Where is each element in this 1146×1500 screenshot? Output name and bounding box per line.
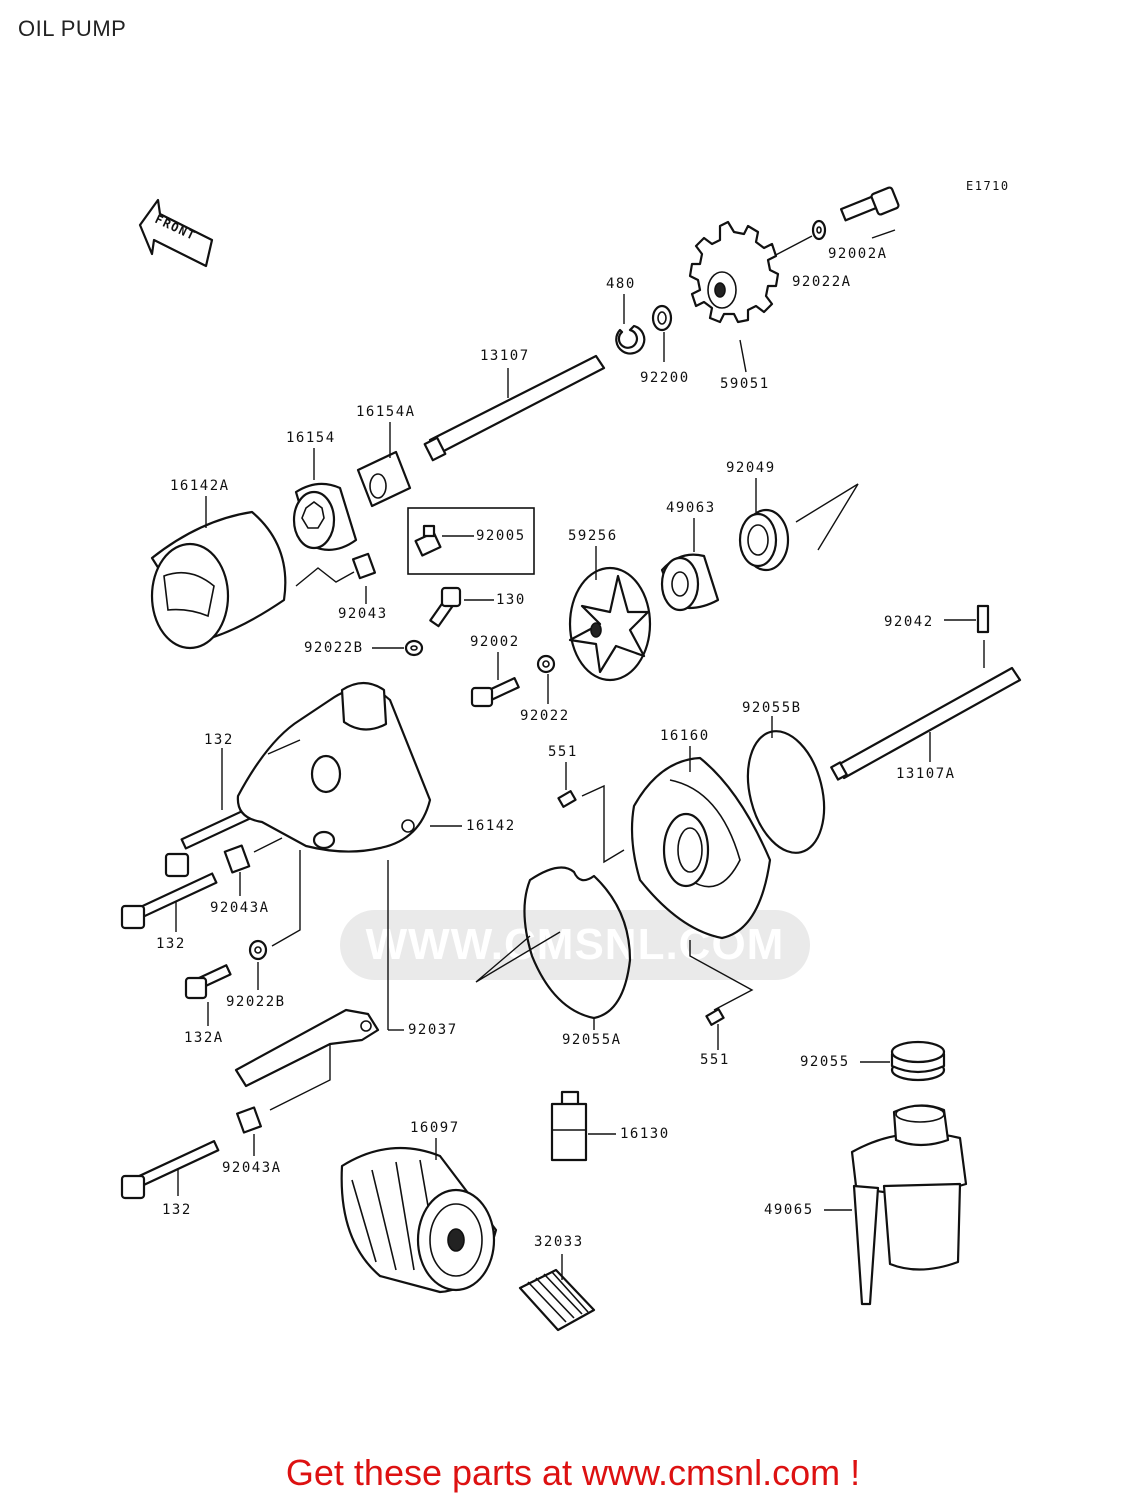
label-92200: 92200	[640, 370, 690, 386]
label-16142A: 16142A	[170, 478, 230, 494]
washer-92022B-top-icon	[404, 639, 424, 657]
label-13107: 13107	[480, 348, 530, 364]
label-132-mid: 132	[156, 936, 186, 952]
label-32033: 32033	[534, 1234, 584, 1250]
label-49063: 49063	[666, 500, 716, 516]
label-16154: 16154	[286, 430, 336, 446]
oring-92055B-icon	[746, 730, 826, 854]
bolt-130-icon	[429, 586, 462, 628]
pin-92043A-mid-icon	[223, 844, 251, 874]
bolt-132-bottom-icon	[120, 1140, 220, 1200]
seal-49063-icon	[660, 553, 720, 612]
label-49065: 49065	[764, 1202, 814, 1218]
label-92043A-bottom: 92043A	[222, 1160, 282, 1176]
label-16160: 16160	[660, 728, 710, 744]
label-92002: 92002	[470, 634, 520, 650]
label-480: 480	[606, 276, 636, 292]
label-16130: 16130	[620, 1126, 670, 1142]
nipple-92005-icon	[414, 524, 442, 557]
label-59051: 59051	[720, 376, 770, 392]
bolt-92002A-icon	[839, 186, 900, 222]
label-92055A: 92055A	[562, 1032, 622, 1048]
box-92005	[407, 507, 535, 575]
footer-link-text[interactable]: Get these parts at www.cmsnl.com !	[285, 1452, 861, 1493]
diagram-code: E1710	[966, 179, 1010, 193]
label-92043A-mid: 92043A	[210, 900, 270, 916]
circlip-480-icon	[615, 324, 646, 355]
impeller-59256-icon	[568, 566, 652, 682]
label-92043: 92043	[338, 606, 388, 622]
washer-92022A-icon	[811, 219, 827, 241]
label-132A: 132A	[184, 1030, 224, 1046]
label-16097: 16097	[410, 1120, 460, 1136]
cover-16160-icon	[630, 756, 772, 940]
rotor-16154-icon	[292, 482, 358, 551]
oil-filter-16097-icon	[340, 1146, 498, 1294]
bolt-132-top-icon	[164, 804, 260, 878]
washer-92200-icon	[651, 304, 673, 332]
label-551-top: 551	[548, 744, 578, 760]
bolt-132-mid-icon	[120, 872, 218, 930]
fitting-16130-icon	[550, 1090, 588, 1162]
label-130: 130	[496, 592, 526, 608]
label-92005: 92005	[476, 528, 526, 544]
label-13107A: 13107A	[896, 766, 956, 782]
pin-92043A-bottom-icon	[236, 1106, 262, 1134]
spring-32033-icon	[518, 1268, 596, 1332]
bolt-92002-icon	[470, 677, 520, 708]
label-92022B-top: 92022B	[304, 640, 364, 656]
label-132-bottom: 132	[162, 1202, 192, 1218]
dowel-551-bottom-icon	[705, 1008, 725, 1026]
sprocket-59051-icon	[688, 220, 780, 324]
strainer-49065-icon	[850, 1104, 968, 1306]
label-92055: 92055	[800, 1054, 850, 1070]
label-92042: 92042	[884, 614, 934, 630]
rotor-16154A-icon	[356, 450, 412, 508]
plate-92037-icon	[234, 1008, 380, 1088]
label-92022A: 92022A	[792, 274, 852, 290]
pin-92043-icon	[351, 552, 377, 580]
pump-body-16142-icon	[236, 681, 432, 853]
shaft-13107-icon	[423, 354, 606, 462]
label-132-top: 132	[204, 732, 234, 748]
pin-92042-icon	[976, 604, 990, 634]
shaft-13107A-icon	[830, 666, 1022, 781]
bearing-92049-icon	[738, 508, 790, 572]
label-16154A: 16154A	[356, 404, 416, 420]
page-title: OIL PUMP	[18, 16, 127, 41]
label-551-bottom: 551	[700, 1052, 730, 1068]
label-92022B-bottom: 92022B	[226, 994, 286, 1010]
label-92055B: 92055B	[742, 700, 802, 716]
label-92022: 92022	[520, 708, 570, 724]
housing-16142A-icon	[150, 510, 287, 650]
washer-92022-icon	[536, 654, 556, 674]
dowel-551-top-icon	[557, 790, 577, 808]
label-92002A: 92002A	[828, 246, 888, 262]
washer-92022B-bottom-icon	[248, 939, 268, 961]
label-59256: 59256	[568, 528, 618, 544]
label-92049: 92049	[726, 460, 776, 476]
label-92037: 92037	[408, 1022, 458, 1038]
oring-92055A-icon	[523, 866, 632, 1020]
front-arrow-icon: FRONT	[138, 198, 214, 268]
seal-92055-icon	[890, 1040, 946, 1082]
label-16142: 16142	[466, 818, 516, 834]
bolt-132A-icon	[184, 964, 232, 1000]
